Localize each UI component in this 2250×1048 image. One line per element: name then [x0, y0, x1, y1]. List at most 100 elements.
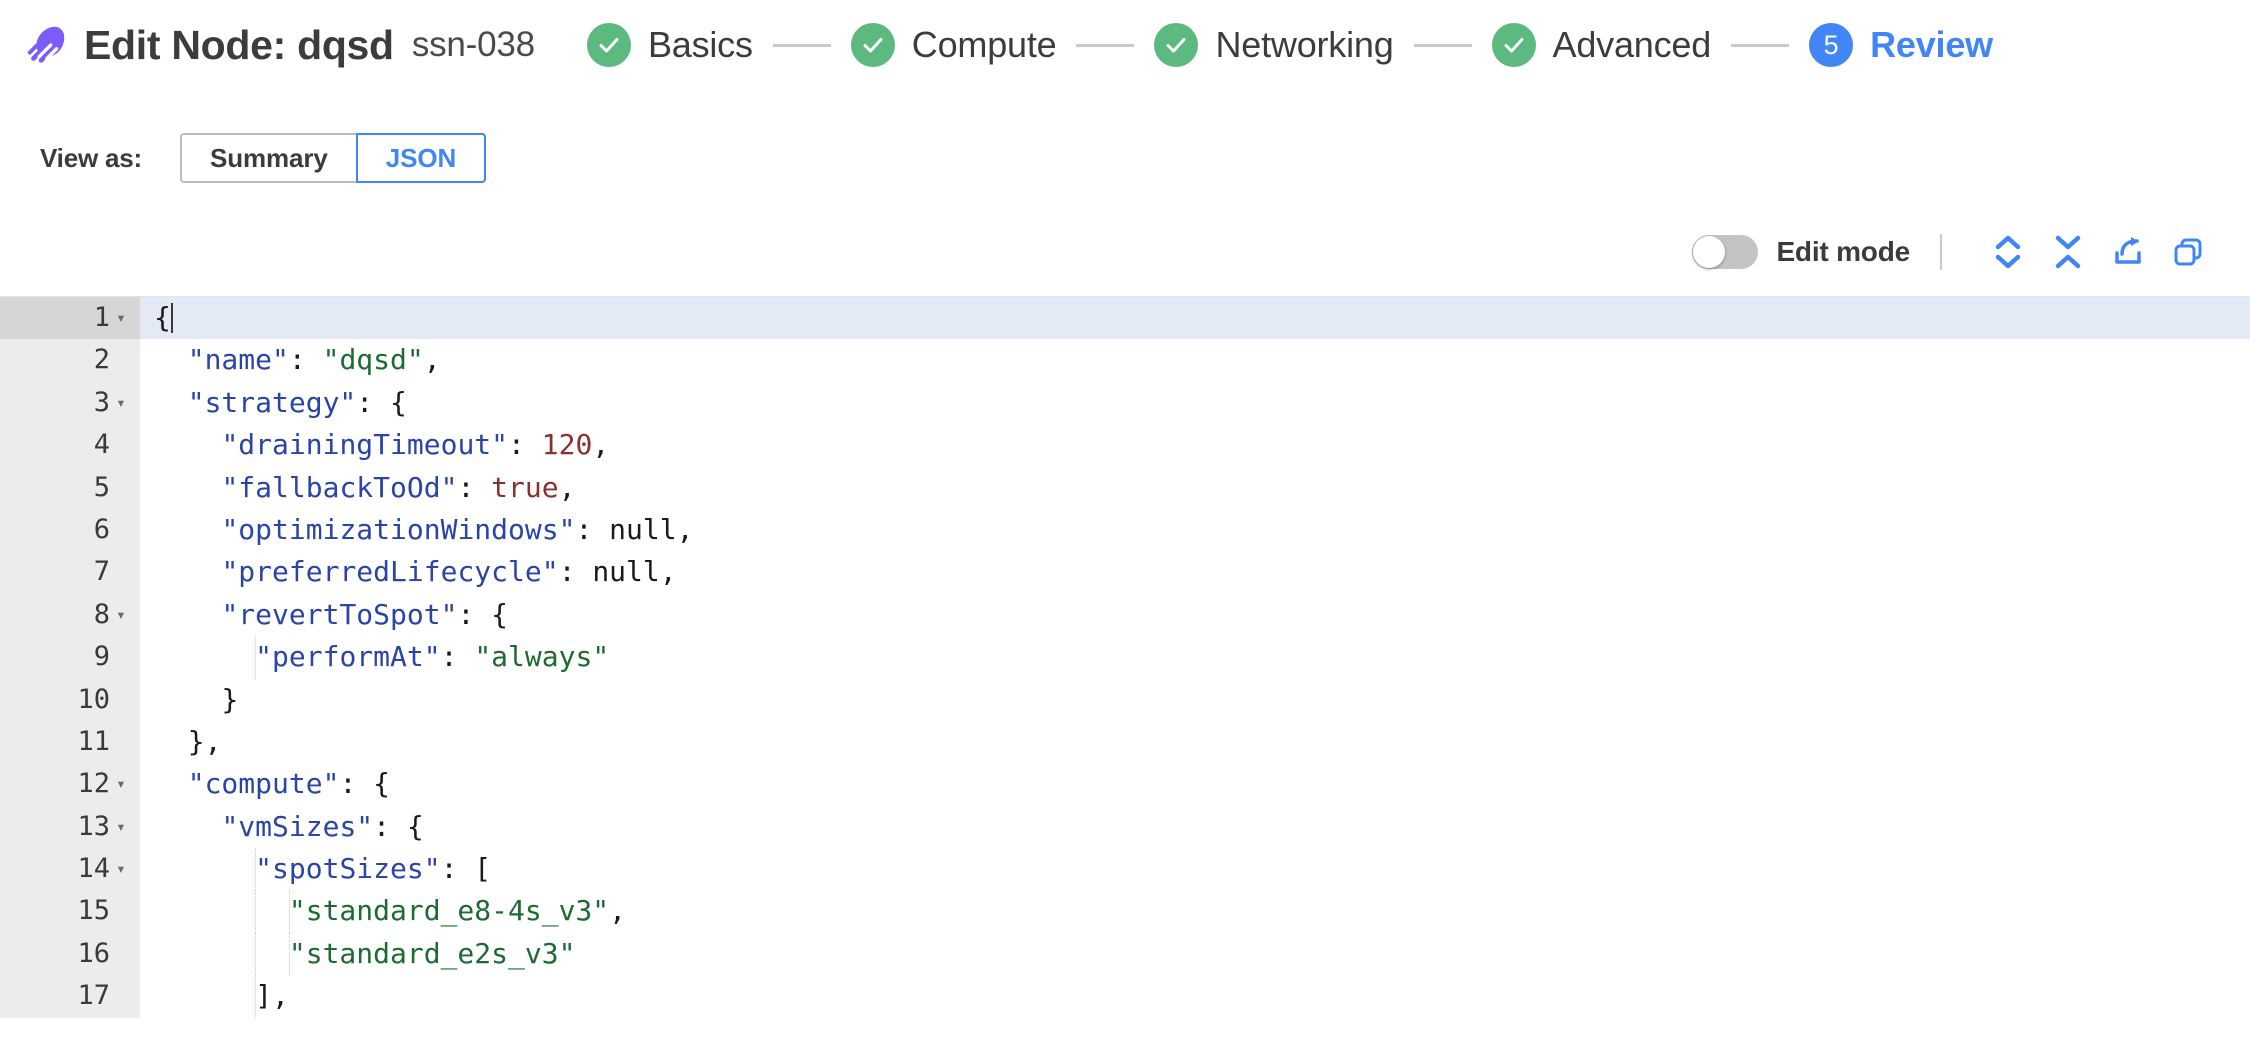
view-as-label: View as:	[40, 142, 142, 173]
edit-mode-toggle[interactable]	[1692, 235, 1759, 269]
code-line[interactable]: 15 "standard_e8-4s_v3",	[0, 890, 2250, 933]
copy-icon[interactable]	[2166, 230, 2210, 274]
code-line[interactable]: 8▾ "revertToSpot": {	[0, 593, 2250, 637]
indent	[154, 343, 188, 376]
code-content: "compute": {	[140, 763, 2250, 805]
rocket-logo-icon	[27, 26, 65, 63]
fold-toggle-icon[interactable]: ▾	[116, 604, 126, 624]
fold-toggle-icon[interactable]: ▾	[116, 774, 126, 794]
line-gutter: 6	[0, 508, 140, 552]
code-line[interactable]: 9 "performAt": "always"	[0, 636, 2250, 679]
code-line[interactable]: 11 },	[0, 720, 2250, 764]
token-p: :	[508, 428, 542, 462]
stepper-item-basics[interactable]: Basics	[586, 23, 753, 67]
token-p: ,	[676, 512, 694, 546]
code-content: ],	[140, 975, 2250, 1018]
line-gutter: 4	[0, 424, 140, 467]
line-gutter: 7	[0, 551, 140, 594]
stepper-label: Review	[1870, 24, 1993, 65]
toolbar-divider	[1940, 234, 1942, 270]
line-gutter: 14▾	[0, 848, 140, 891]
code-line[interactable]: 13▾ "vmSizes": {	[0, 805, 2250, 849]
edit-mode-label: Edit mode	[1776, 236, 1910, 267]
stepper-item-networking[interactable]: Networking	[1154, 23, 1394, 67]
line-gutter: 13▾	[0, 805, 140, 849]
code-line[interactable]: 6 "optimizationWindows": null,	[0, 508, 2250, 552]
code-line[interactable]: 2 "name": "dqsd",	[0, 339, 2250, 382]
fold-toggle-icon[interactable]: ▾	[116, 816, 126, 836]
indent	[154, 598, 221, 631]
indent-guide	[288, 932, 290, 976]
step-connector	[1076, 43, 1135, 47]
check-icon	[1154, 23, 1199, 67]
line-number: 4	[93, 429, 110, 461]
code-line[interactable]: 17 ],	[0, 975, 2250, 1018]
line-number: 2	[93, 344, 110, 376]
stepper-item-advanced[interactable]: Advanced	[1491, 23, 1711, 67]
view-as-option-summary[interactable]: Summary	[179, 133, 356, 183]
collapse-all-icon[interactable]	[2046, 230, 2090, 274]
page-title: Edit Node: dqsd	[84, 21, 394, 68]
code-line[interactable]: 7 "preferredLifecycle": null,	[0, 551, 2250, 594]
token-s: "always"	[474, 640, 610, 674]
code-line[interactable]: 3▾ "strategy": {	[0, 381, 2250, 425]
code-line[interactable]: 14▾ "spotSizes": [	[0, 848, 2250, 891]
code-line[interactable]: 4 "drainingTimeout": 120,	[0, 424, 2250, 467]
stepper-item-compute[interactable]: Compute	[850, 23, 1057, 67]
fold-toggle-icon[interactable]: ▾	[116, 308, 126, 328]
view-as-option-json[interactable]: JSON	[355, 133, 487, 183]
code-line[interactable]: 10 }	[0, 678, 2250, 721]
check-icon	[586, 23, 631, 67]
token-p: :	[440, 640, 475, 674]
line-gutter: 15	[0, 890, 140, 933]
line-gutter: 3▾	[0, 381, 140, 425]
line-gutter: 9	[0, 636, 140, 679]
token-p: ,	[659, 555, 677, 589]
token-p: :	[457, 470, 492, 504]
token-p: :	[288, 343, 323, 377]
line-number: 1	[93, 302, 110, 333]
code-content: {	[140, 297, 2250, 340]
token-p: : {	[373, 809, 424, 843]
token-s: "standard_e2s_v3"	[288, 936, 576, 970]
indent	[154, 852, 255, 885]
line-gutter: 2	[0, 339, 140, 382]
line-gutter: 8▾	[0, 593, 140, 637]
fold-toggle-icon[interactable]: ▾	[116, 859, 126, 879]
line-gutter: 17	[0, 975, 140, 1018]
indent	[154, 640, 255, 673]
line-gutter: 5	[0, 466, 140, 509]
code-content: "drainingTimeout": 120,	[140, 424, 2250, 466]
code-line[interactable]: 1 ▾ {	[0, 297, 2250, 340]
expand-all-icon[interactable]	[1986, 230, 2030, 274]
indent	[154, 555, 221, 588]
code-content: "spotSizes": [	[140, 848, 2250, 891]
token-k: "compute"	[187, 767, 340, 801]
token-k: "revertToSpot"	[221, 597, 458, 631]
token-s: "dqsd"	[322, 343, 424, 377]
line-number: 5	[93, 471, 110, 503]
code-line[interactable]: 16 "standard_e2s_v3"	[0, 932, 2250, 976]
line-number: 7	[93, 556, 110, 588]
token-p: ],	[255, 979, 289, 1013]
token-p: ,	[592, 428, 610, 462]
line-number: 9	[93, 641, 110, 673]
editor-toolbar: Edit mode	[0, 230, 2210, 274]
json-code-editor[interactable]: 1▾{2 "name": "dqsd",3▾ "strategy": {4 "d…	[0, 296, 2250, 1048]
token-p: : {	[457, 597, 509, 631]
check-icon	[850, 23, 895, 67]
code-content: "revertToSpot": {	[140, 594, 2250, 636]
export-icon[interactable]	[2106, 230, 2150, 274]
indent	[154, 767, 188, 800]
code-content: "preferredLifecycle": null,	[140, 551, 2250, 593]
code-line[interactable]: 5 "fallbackToOd": true,	[0, 466, 2250, 509]
token-nl: null	[592, 555, 660, 589]
indent-guide	[255, 636, 257, 679]
fold-toggle-icon[interactable]: ▾	[116, 392, 126, 412]
token-p: ,	[423, 343, 441, 377]
code-line[interactable]: 12▾ "compute": {	[0, 763, 2250, 806]
